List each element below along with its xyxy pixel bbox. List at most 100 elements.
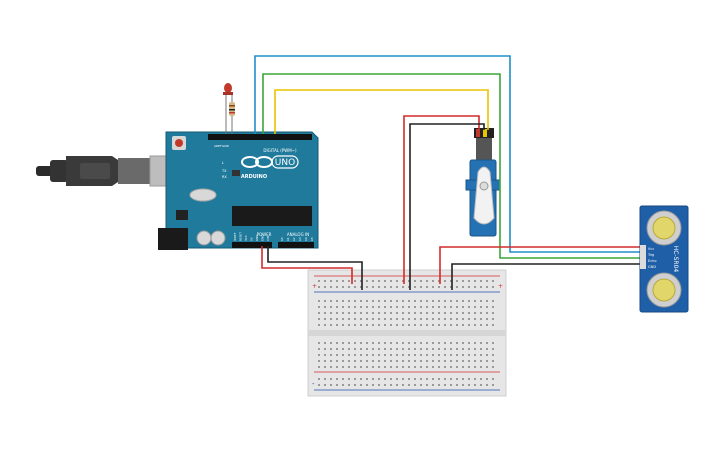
- breadboard-hole[interactable]: [468, 378, 470, 380]
- breadboard-hole[interactable]: [408, 366, 410, 368]
- breadboard-hole[interactable]: [360, 360, 362, 362]
- breadboard-hole[interactable]: [354, 306, 356, 308]
- breadboard-hole[interactable]: [336, 384, 338, 386]
- breadboard-hole[interactable]: [384, 348, 386, 350]
- breadboard-hole[interactable]: [444, 378, 446, 380]
- breadboard-hole[interactable]: [324, 360, 326, 362]
- breadboard-hole[interactable]: [318, 306, 320, 308]
- breadboard-hole[interactable]: [486, 312, 488, 314]
- breadboard-hole[interactable]: [348, 318, 350, 320]
- breadboard-hole[interactable]: [462, 312, 464, 314]
- breadboard-hole[interactable]: [468, 306, 470, 308]
- breadboard-hole[interactable]: [468, 354, 470, 356]
- breadboard-hole[interactable]: [450, 324, 452, 326]
- breadboard-hole[interactable]: [348, 354, 350, 356]
- breadboard-hole[interactable]: [432, 360, 434, 362]
- breadboard-hole[interactable]: [474, 324, 476, 326]
- breadboard-hole[interactable]: [480, 366, 482, 368]
- breadboard-hole[interactable]: [378, 318, 380, 320]
- breadboard-hole[interactable]: [372, 354, 374, 356]
- breadboard-hole[interactable]: [456, 342, 458, 344]
- breadboard-hole[interactable]: [480, 306, 482, 308]
- breadboard-hole[interactable]: [396, 360, 398, 362]
- breadboard-hole[interactable]: [468, 318, 470, 320]
- breadboard-hole[interactable]: [384, 312, 386, 314]
- breadboard-hole[interactable]: [432, 354, 434, 356]
- breadboard-hole[interactable]: [480, 360, 482, 362]
- breadboard-hole[interactable]: [414, 360, 416, 362]
- breadboard-hole[interactable]: [420, 318, 422, 320]
- breadboard-hole[interactable]: [378, 354, 380, 356]
- breadboard-hole[interactable]: [342, 384, 344, 386]
- breadboard-hole[interactable]: [462, 280, 464, 282]
- breadboard-hole[interactable]: [462, 318, 464, 320]
- breadboard-hole[interactable]: [414, 348, 416, 350]
- breadboard-hole[interactable]: [360, 366, 362, 368]
- breadboard-hole[interactable]: [420, 306, 422, 308]
- breadboard-hole[interactable]: [336, 378, 338, 380]
- breadboard-hole[interactable]: [348, 348, 350, 350]
- breadboard-hole[interactable]: [342, 318, 344, 320]
- breadboard-hole[interactable]: [366, 324, 368, 326]
- breadboard-hole[interactable]: [420, 360, 422, 362]
- breadboard-hole[interactable]: [402, 312, 404, 314]
- breadboard-hole[interactable]: [330, 286, 332, 288]
- breadboard-hole[interactable]: [366, 348, 368, 350]
- breadboard-hole[interactable]: [468, 280, 470, 282]
- breadboard-hole[interactable]: [468, 286, 470, 288]
- breadboard-hole[interactable]: [384, 300, 386, 302]
- breadboard-hole[interactable]: [480, 354, 482, 356]
- breadboard-hole[interactable]: [354, 318, 356, 320]
- breadboard-hole[interactable]: [456, 360, 458, 362]
- breadboard-hole[interactable]: [402, 306, 404, 308]
- breadboard-hole[interactable]: [324, 354, 326, 356]
- breadboard-hole[interactable]: [432, 306, 434, 308]
- breadboard-hole[interactable]: [336, 318, 338, 320]
- breadboard-hole[interactable]: [378, 342, 380, 344]
- breadboard-hole[interactable]: [480, 286, 482, 288]
- breadboard-hole[interactable]: [402, 280, 404, 282]
- breadboard-hole[interactable]: [366, 384, 368, 386]
- breadboard-hole[interactable]: [450, 360, 452, 362]
- breadboard-hole[interactable]: [378, 280, 380, 282]
- breadboard-hole[interactable]: [450, 354, 452, 356]
- breadboard-hole[interactable]: [372, 306, 374, 308]
- breadboard-hole[interactable]: [390, 354, 392, 356]
- breadboard-hole[interactable]: [324, 366, 326, 368]
- breadboard-hole[interactable]: [390, 286, 392, 288]
- breadboard-hole[interactable]: [456, 378, 458, 380]
- breadboard-hole[interactable]: [426, 312, 428, 314]
- breadboard-hole[interactable]: [426, 324, 428, 326]
- breadboard-hole[interactable]: [456, 300, 458, 302]
- breadboard-hole[interactable]: [378, 300, 380, 302]
- breadboard-hole[interactable]: [408, 300, 410, 302]
- breadboard-hole[interactable]: [324, 286, 326, 288]
- breadboard-hole[interactable]: [384, 360, 386, 362]
- breadboard-hole[interactable]: [336, 366, 338, 368]
- breadboard-hole[interactable]: [492, 378, 494, 380]
- breadboard-hole[interactable]: [450, 312, 452, 314]
- breadboard-hole[interactable]: [456, 306, 458, 308]
- breadboard-hole[interactable]: [372, 300, 374, 302]
- breadboard-hole[interactable]: [360, 378, 362, 380]
- breadboard-hole[interactable]: [438, 366, 440, 368]
- breadboard-hole[interactable]: [354, 366, 356, 368]
- breadboard-hole[interactable]: [330, 300, 332, 302]
- breadboard-hole[interactable]: [366, 354, 368, 356]
- breadboard-hole[interactable]: [432, 384, 434, 386]
- breadboard-hole[interactable]: [408, 306, 410, 308]
- breadboard-hole[interactable]: [384, 366, 386, 368]
- breadboard-hole[interactable]: [330, 384, 332, 386]
- breadboard-hole[interactable]: [408, 360, 410, 362]
- breadboard-hole[interactable]: [408, 280, 410, 282]
- breadboard-hole[interactable]: [474, 318, 476, 320]
- breadboard-hole[interactable]: [354, 378, 356, 380]
- breadboard-hole[interactable]: [384, 342, 386, 344]
- breadboard-hole[interactable]: [474, 360, 476, 362]
- breadboard-hole[interactable]: [354, 312, 356, 314]
- breadboard-hole[interactable]: [480, 300, 482, 302]
- breadboard-hole[interactable]: [414, 378, 416, 380]
- breadboard-hole[interactable]: [408, 354, 410, 356]
- breadboard-hole[interactable]: [492, 318, 494, 320]
- breadboard-hole[interactable]: [426, 342, 428, 344]
